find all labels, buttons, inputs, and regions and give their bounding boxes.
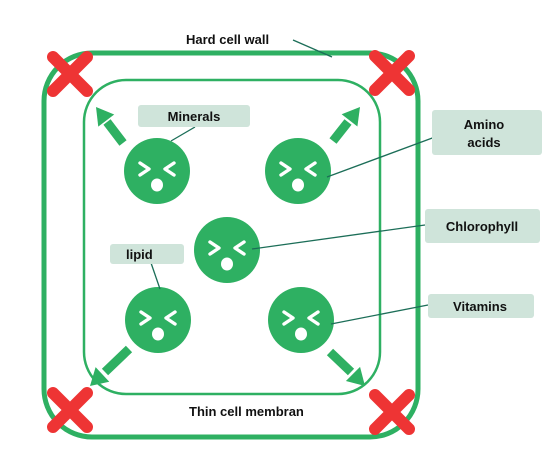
dizzy-face-icon (125, 287, 191, 353)
arrow-icon (83, 349, 129, 393)
amino-acids-label-line1: Amino (464, 117, 505, 132)
chlorophyll-label: Chlorophyll (446, 219, 518, 234)
arrow-icon (330, 352, 372, 393)
arrow-icon (333, 101, 368, 141)
dizzy-face-icon (265, 138, 331, 204)
vitamins-label: Vitamins (453, 299, 507, 314)
cell-membrane-label: Thin cell membran (189, 404, 304, 419)
dizzy-face-icon (268, 287, 334, 353)
minerals-label: Minerals (168, 109, 221, 124)
red-x-icon (375, 395, 409, 429)
dizzy-face-icon (194, 217, 260, 283)
red-x-icon (53, 57, 87, 91)
amino-acids-label-line2: acids (467, 135, 500, 150)
lipid-label: lipid (126, 247, 153, 262)
dizzy-face-icon (124, 138, 190, 204)
cell-wall-label: Hard cell wall (186, 32, 269, 47)
arrow-icon (88, 101, 123, 143)
red-x-icon (375, 56, 409, 90)
red-x-icon (53, 393, 87, 427)
